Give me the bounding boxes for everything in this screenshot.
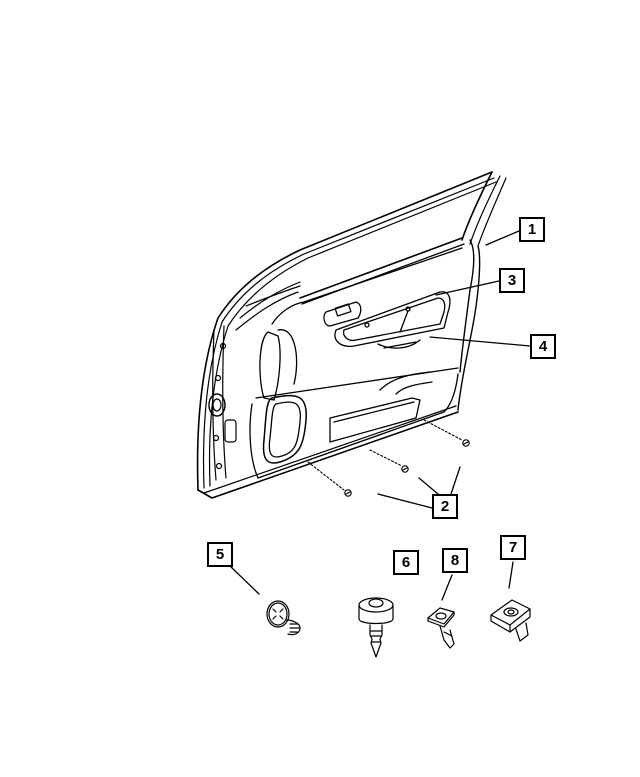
callout-4[interactable]: 4 [530,334,556,359]
part-u-nut [490,599,531,642]
trim-panel-screws [307,419,470,497]
door-trim-panel [249,237,475,479]
part-screw [266,600,301,636]
callout-2[interactable]: 2 [432,494,458,519]
part-trim-clip [427,607,455,649]
callout-8[interactable]: 8 [442,548,468,573]
part-push-pin [358,597,394,658]
leader-lines [229,230,531,601]
door-shell [196,171,507,499]
callout-3[interactable]: 3 [499,268,525,293]
callout-1[interactable]: 1 [519,217,545,242]
callout-6[interactable]: 6 [393,550,419,575]
callout-7[interactable]: 7 [500,535,526,560]
callout-5[interactable]: 5 [207,542,233,567]
